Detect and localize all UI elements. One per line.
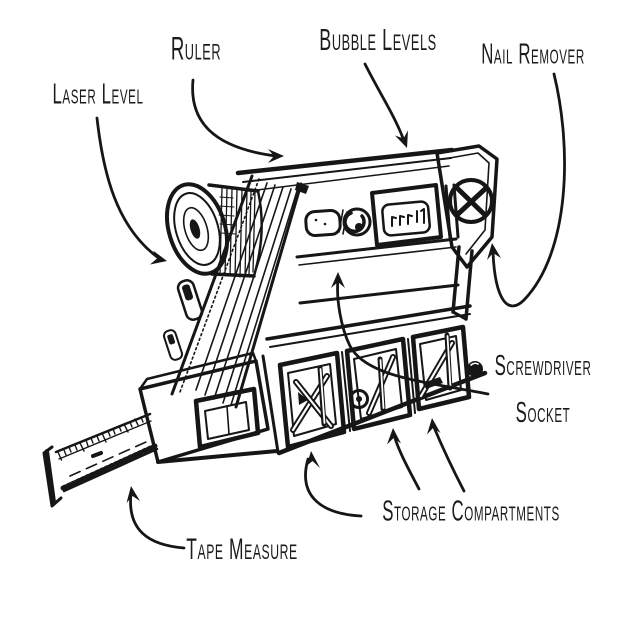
tape-housing (138, 351, 279, 464)
label-laser-level: Laser Level (52, 78, 144, 111)
label-screwdriver-socket-line1: Screwdriver (494, 350, 592, 382)
storage-compartments (277, 324, 483, 450)
ruler-arrow (191, 78, 284, 163)
label-storage-compartments: Storage Compartments (382, 495, 560, 528)
label-tape-measure: Tape Measure (186, 533, 298, 566)
screwdriver-socket-arrow (331, 272, 490, 396)
ruler-top-edge (235, 147, 458, 266)
label-ruler: Ruler (170, 30, 222, 67)
laser-level-arrow (95, 116, 167, 265)
storage-compartments-arrow-3 (427, 418, 466, 493)
tape-measure-blade (42, 412, 159, 508)
label-screwdriver-socket: Screwdriver Socket (495, 343, 592, 437)
screwdriver-socket-part (304, 207, 372, 238)
label-nail-remover: Nail Remover (481, 38, 585, 71)
tape-measure-arrow (126, 486, 186, 550)
bubble-levels-arrow (363, 62, 408, 148)
label-screwdriver-socket-line2: Socket (515, 397, 571, 429)
nail-remover-arrow (487, 72, 566, 308)
storage-compartments-arrow-1 (304, 451, 363, 518)
nail-remover-screw (435, 144, 499, 269)
storage-compartments-arrow-2 (387, 428, 421, 491)
laser-lens-drum (165, 182, 263, 278)
label-bubble-levels: Bubble Levels (319, 22, 437, 57)
body-pillar (162, 174, 309, 409)
